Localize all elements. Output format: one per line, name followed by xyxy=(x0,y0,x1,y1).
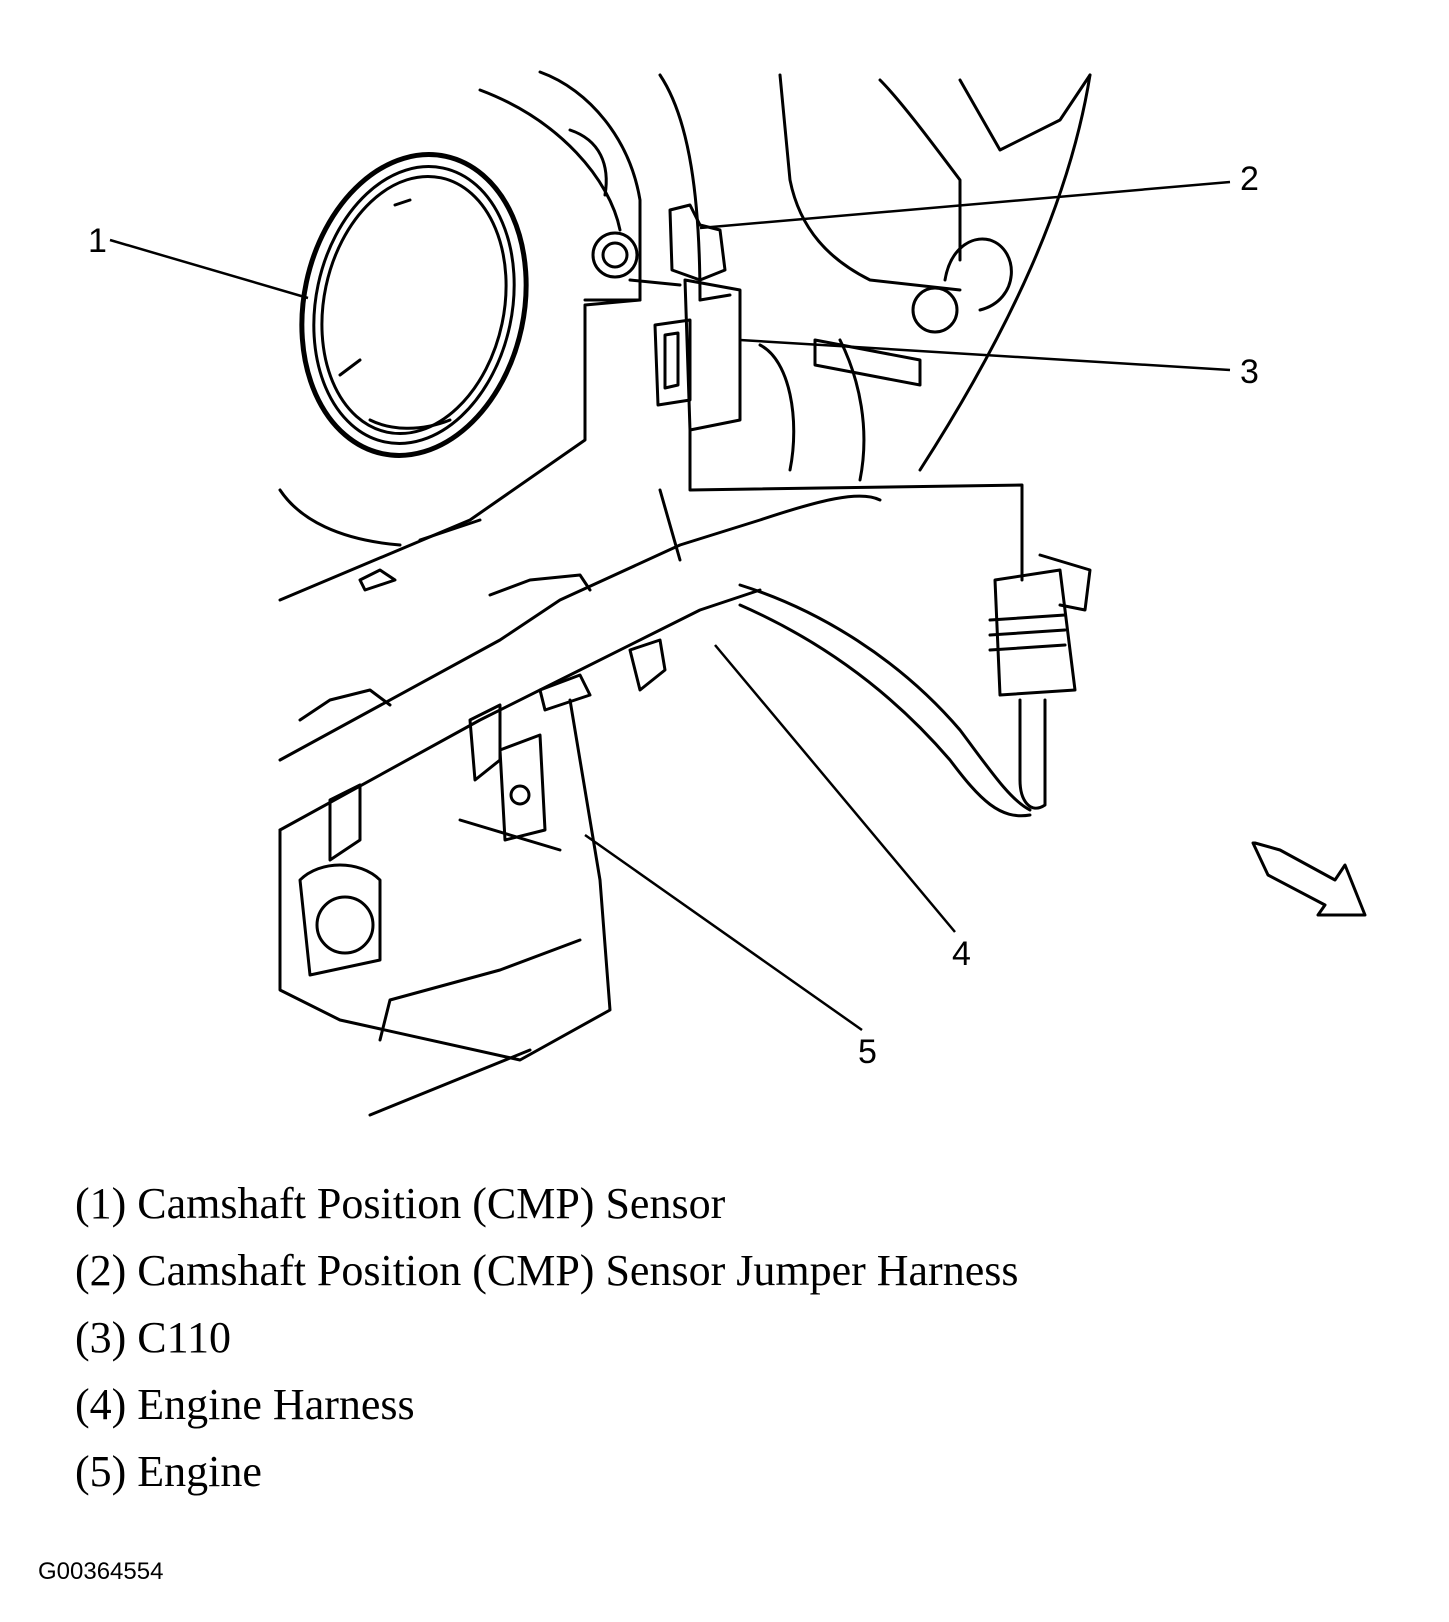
callout-4: 4 xyxy=(952,935,971,973)
engine-block-lower xyxy=(278,698,612,1117)
engine-harness-connector xyxy=(988,553,1092,697)
leader-line-3 xyxy=(739,338,1231,372)
forward-direction-arrow xyxy=(1251,841,1367,917)
parts-legend: (1) Camshaft Position (CMP) Sensor (2) C… xyxy=(75,1170,1019,1505)
legend-item-engine: (5) Engine xyxy=(75,1447,262,1496)
legend-item-jumper-harness: (2) Camshaft Position (CMP) Sensor Jumpe… xyxy=(75,1246,1019,1295)
jumper-harness-connector xyxy=(628,203,742,432)
jumper-harness-routing xyxy=(688,428,1024,582)
engine-harness xyxy=(278,488,882,862)
leader-line-1 xyxy=(109,238,309,300)
callout-2: 2 xyxy=(1240,160,1259,198)
callout-1: 1 xyxy=(88,222,107,260)
leader-line-5 xyxy=(584,833,863,1032)
legend-item-cmp-sensor: (1) Camshaft Position (CMP) Sensor xyxy=(75,1179,726,1228)
legend-item-engine-harness: (4) Engine Harness xyxy=(75,1380,415,1429)
legend-item-c110: (3) C110 xyxy=(75,1313,232,1362)
mounting-bolt xyxy=(583,231,642,302)
cmp-sensor-ring xyxy=(299,152,529,458)
engine-front-cover xyxy=(278,70,642,602)
leader-line-2 xyxy=(699,180,1231,230)
callout-3: 3 xyxy=(1240,353,1259,391)
harness-branch xyxy=(738,583,1047,818)
leader-line-4 xyxy=(714,644,956,933)
callout-5: 5 xyxy=(858,1033,877,1071)
figure-id: G00364554 xyxy=(38,1558,164,1585)
engine-diagram: 1 2 3 4 5 xyxy=(88,70,1367,1117)
upper-engine-details xyxy=(658,73,1092,482)
